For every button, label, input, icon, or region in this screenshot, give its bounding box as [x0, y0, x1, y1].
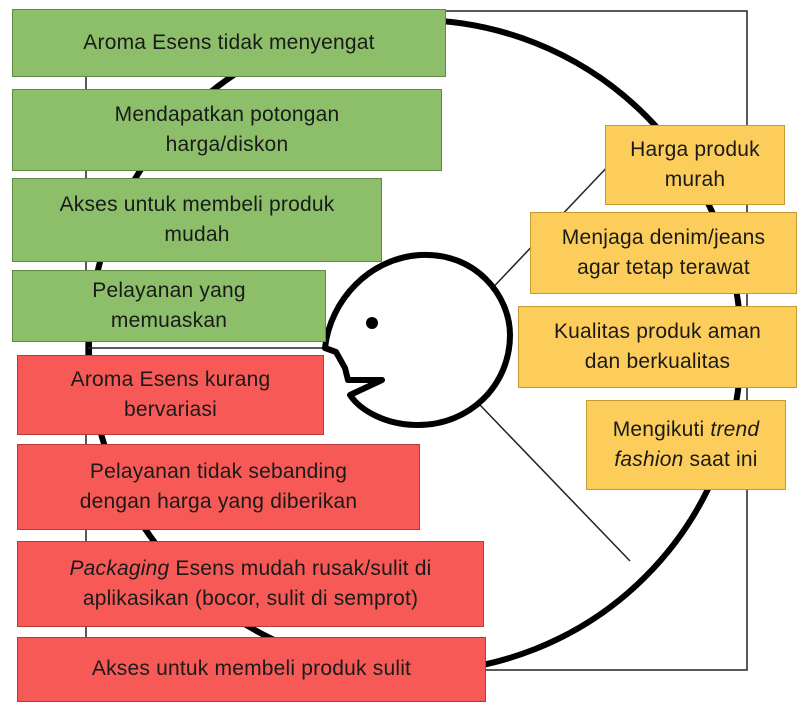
expectation-item-trend: Mengikuti trend fashion saat ini [586, 400, 786, 490]
negative-item-packaging-line1-rest: Esens mudah rusak/sulit di [169, 556, 432, 580]
positive-item-discount-line2: harga/diskon [165, 133, 289, 156]
positive-item-service: Pelayanan yang memuaskan [12, 270, 326, 342]
positive-item-discount: Mendapatkan potongan harga/diskon [12, 89, 442, 171]
negative-item-aroma-line1: Aroma Esens kurang [70, 367, 271, 391]
lower-diagonal-line [479, 404, 631, 562]
negative-item-packaging: Packaging Esens mudah rusak/sulit di apl… [17, 541, 484, 627]
positive-item-aroma-text: Aroma Esens tidak menyengat [83, 30, 375, 54]
negative-item-aroma-line2: bervariasi [123, 398, 218, 421]
negative-item-packaging-line1: Packaging Esens mudah rusak/sulit di [69, 554, 431, 584]
expectation-item-price-line2: murah [664, 168, 726, 191]
expectation-item-trend-line1-italic: trend [710, 417, 760, 441]
positive-item-service-line1: Pelayanan yang [92, 278, 246, 302]
negative-item-access: Akses untuk membeli produk sulit [17, 637, 486, 702]
positive-item-service-line2: memuaskan [110, 309, 228, 332]
expectation-item-care-line1: Menjaga denim/jeans [561, 225, 766, 249]
expectation-item-quality-line1: Kualitas produk aman [553, 319, 762, 343]
eye-icon [366, 317, 378, 329]
negative-item-packaging-line2: aplikasikan (bocor, sulit di semprot) [82, 587, 419, 610]
negative-item-service-line1: Pelayanan tidak sebanding [89, 459, 348, 483]
expectation-item-trend-line2-plain: saat ini [683, 448, 758, 471]
positive-item-access-line1: Akses untuk membeli produk [59, 192, 335, 216]
negative-item-access-text: Akses untuk membeli produk sulit [91, 657, 412, 681]
expectation-item-care: Menjaga denim/jeans agar tetap terawat [530, 212, 797, 294]
expectation-item-trend-line2: fashion saat ini [614, 445, 757, 475]
expectation-item-care-line2: agar tetap terawat [577, 256, 750, 279]
positive-item-aroma: Aroma Esens tidak menyengat [12, 9, 446, 77]
expectation-item-price: Harga produk murah [605, 125, 785, 205]
negative-item-service-line2: dengan harga yang diberikan [79, 490, 358, 513]
expectation-item-quality: Kualitas produk aman dan berkualitas [518, 306, 797, 388]
expectation-item-trend-line1-plain: Mengikuti [612, 417, 711, 441]
expectation-item-quality-line2: dan berkualitas [584, 350, 731, 373]
negative-item-aroma: Aroma Esens kurang bervariasi [17, 355, 324, 435]
expectation-item-trend-line2-italic: fashion [614, 448, 684, 471]
positive-item-discount-line1: Mendapatkan potongan [114, 102, 340, 126]
positive-item-access-line2: mudah [164, 223, 230, 246]
negative-item-packaging-italic: Packaging [69, 556, 170, 580]
expectation-item-price-line1: Harga produk [630, 137, 760, 161]
expectation-item-trend-line1: Mengikuti trend [613, 415, 760, 445]
negative-item-service: Pelayanan tidak sebanding dengan harga y… [17, 444, 420, 530]
positive-item-access: Akses untuk membeli produk mudah [12, 178, 382, 262]
head-profile-icon [322, 251, 513, 428]
